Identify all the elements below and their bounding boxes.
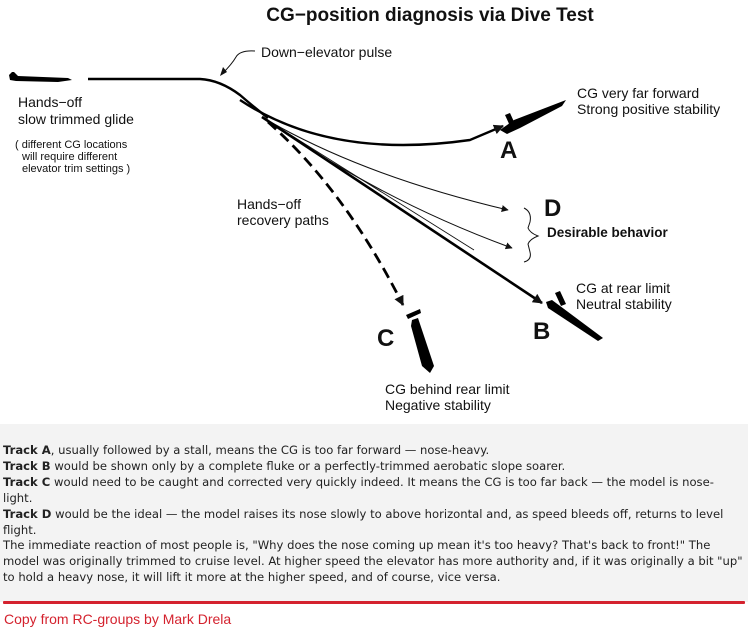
track-d-bold: Track D (3, 506, 52, 521)
recovery-label-line1: Hands−off (237, 196, 301, 212)
recovery-label-line2: recovery paths (237, 212, 329, 228)
track-b-desc-line1: CG at rear limit (576, 280, 670, 296)
track-d-desc: Desirable behavior (547, 225, 669, 240)
glide-label-line1: Hands−off (18, 94, 82, 110)
dive-test-diagram: CG−position diagnosis via Dive Test Down… (9, 5, 721, 413)
track-b-bold: Track B (3, 458, 51, 473)
track-a-text: , usually followed by a stall, means the… (50, 443, 490, 457)
track-c-letter: C (377, 325, 394, 352)
track-b-glider-icon (546, 291, 603, 341)
track-d-letter: D (544, 195, 561, 222)
track-c-text: would need to be caught and corrected ve… (3, 474, 714, 505)
track-b-path (261, 115, 543, 305)
track-b-letter: B (533, 318, 550, 345)
track-d-path-lower (261, 116, 513, 250)
track-c-desc-line1: CG behind rear limit (385, 381, 510, 397)
track-d-path-upper (261, 116, 509, 212)
track-a-path (239, 99, 504, 147)
glide-label-line2: slow trimmed glide (18, 111, 134, 127)
track-a-desc-line2: Strong positive stability (577, 101, 720, 117)
explanation-text: Track A, usually followed by a stall, me… (3, 443, 743, 586)
track-a-letter: A (500, 137, 517, 164)
track-b-explanation: Track B would be shown only by a complet… (3, 459, 743, 475)
track-c-desc-line2: Negative stability (385, 397, 491, 413)
trim-note-line1: ( different CG locations (15, 139, 128, 151)
pulse-pointer (221, 50, 256, 75)
track-a-bold: Track A (3, 443, 51, 457)
credit-text: Copy from RC-groups by Mark Drela (4, 611, 232, 627)
track-a-explanation: Track A, usually followed by a stall, me… (3, 443, 743, 459)
start-glider-icon (9, 72, 72, 82)
track-c-path (267, 120, 405, 306)
track-c-explanation: Track C would need to be caught and corr… (3, 475, 743, 507)
track-c-bold: Track C (3, 474, 51, 489)
pulse-pointer-tip-icon (220, 67, 227, 76)
final-explanation: The immediate reaction of most people is… (3, 538, 743, 585)
track-a-desc-line1: CG very far forward (577, 85, 699, 101)
track-a-glider-icon (500, 100, 566, 134)
diagram-canvas: CG−position diagnosis via Dive Test Down… (9, 5, 720, 413)
track-d-explanation: Track D would be the ideal — the model r… (3, 507, 743, 539)
track-d-text: would be the ideal — the model raises it… (3, 506, 724, 537)
trim-note-line2: will require different (21, 151, 117, 163)
pulse-label: Down−elevator pulse (261, 44, 392, 60)
track-d-brace (523, 207, 540, 263)
explanation-panel: Track A, usually followed by a stall, me… (0, 424, 748, 602)
diagram-title: CG−position diagnosis via Dive Test (266, 5, 594, 26)
red-divider (3, 601, 745, 604)
trim-note-line3: elevator trim settings ) (22, 163, 130, 175)
track-c-glider-icon (406, 309, 434, 373)
track-b-desc-line2: Neutral stability (576, 296, 672, 312)
track-b-text: would be shown only by a complete fluke … (50, 458, 566, 473)
